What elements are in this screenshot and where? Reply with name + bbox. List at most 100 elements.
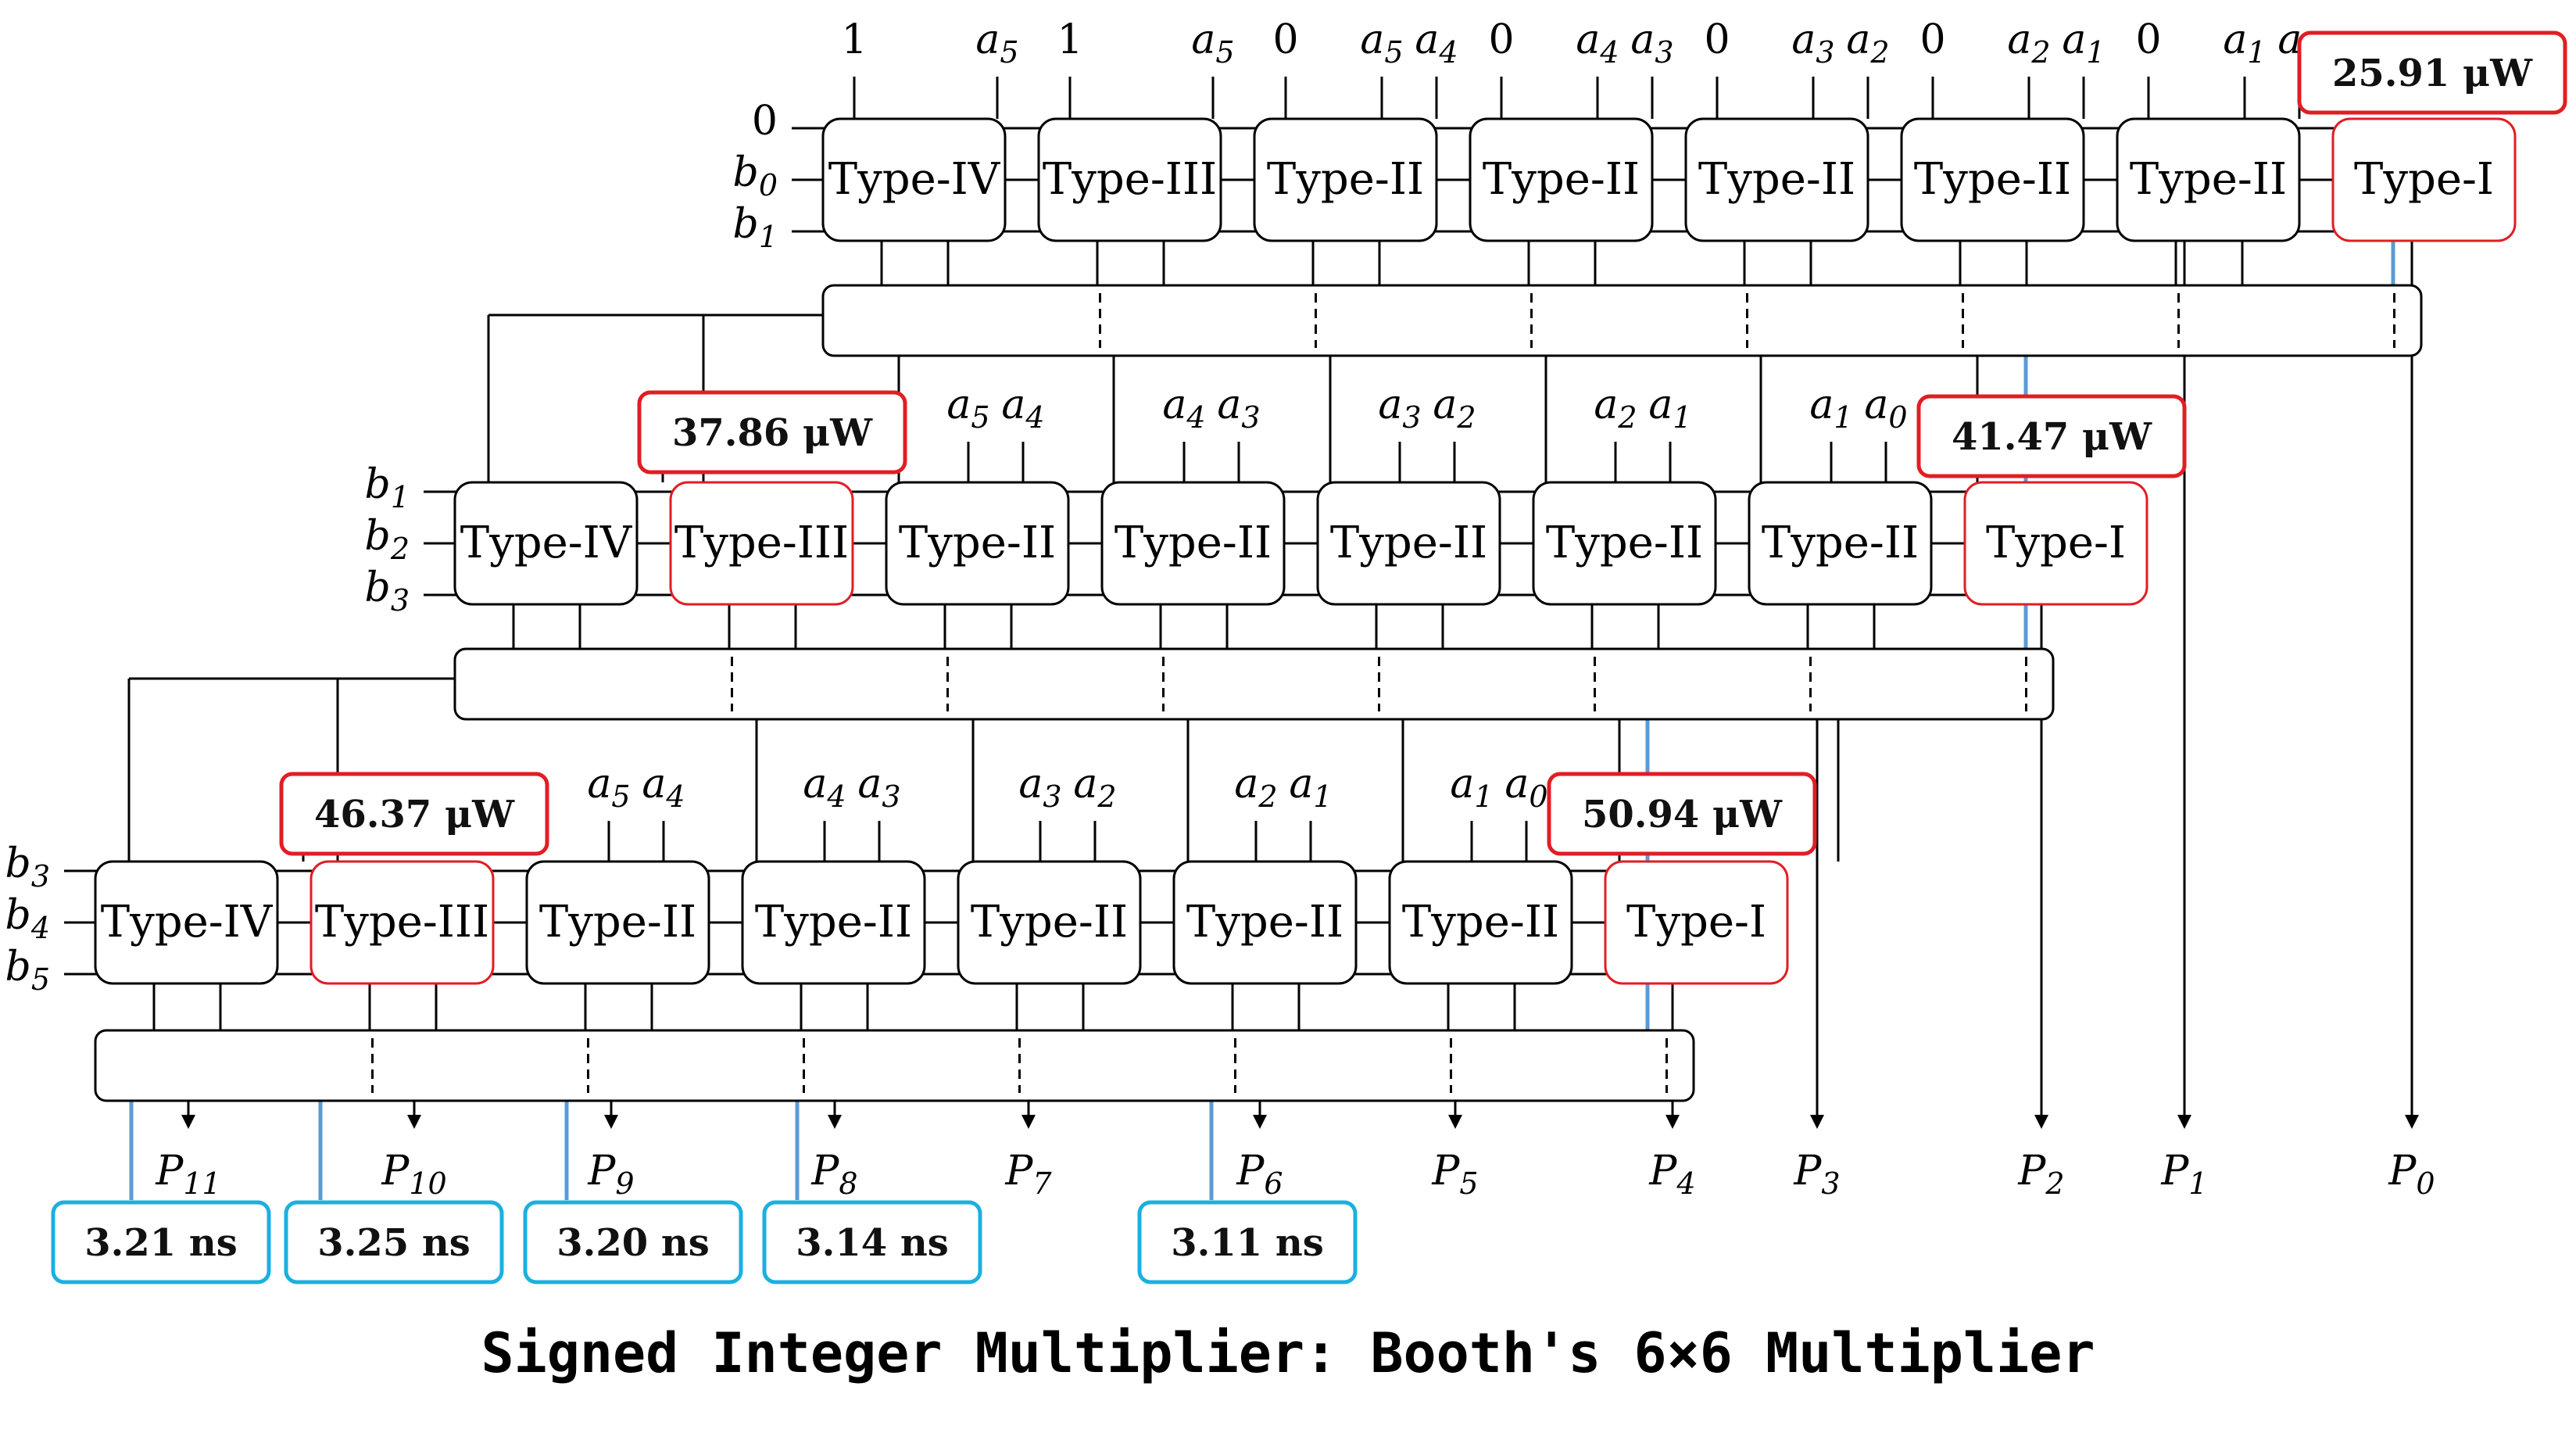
input-label-a0: a0 xyxy=(1504,761,1547,814)
side-label-b3: b3 xyxy=(365,564,410,618)
power-annotation-r2-2: 41.47 μW xyxy=(1916,394,2187,478)
delay-value: 3.11 ns xyxy=(1171,1221,1324,1265)
input-label-a2: a2 xyxy=(1594,382,1637,435)
block-type-ii-r2-c6: Type-II xyxy=(1532,481,1717,606)
input-label-a2: a2 xyxy=(1846,16,1889,70)
input-label-a5: a5 xyxy=(1360,16,1403,70)
arrow-head xyxy=(181,1115,195,1129)
delay-value: 3.25 ns xyxy=(317,1221,470,1265)
block-label: Type-II xyxy=(1698,154,1855,205)
power-value: 37.86 μW xyxy=(672,411,873,455)
power-annotation-r1-1: 25.91 μW xyxy=(2297,30,2567,115)
input-label-1: 1 xyxy=(1057,16,1082,63)
input-label-a1: a1 xyxy=(1809,382,1852,435)
block-type-iii-r3-c2: Type-III xyxy=(309,860,495,985)
block-label: Type-II xyxy=(755,897,912,948)
power-value: 50.94 μW xyxy=(1582,793,1783,837)
arrow-head xyxy=(1448,1115,1462,1129)
block-label: Type-II xyxy=(1762,518,1919,568)
block-label: Type-I xyxy=(2354,154,2494,205)
block-type-ii-r2-c7: Type-II xyxy=(1748,481,1933,606)
block-type-ii-r1-c3: Type-II xyxy=(1253,117,1438,242)
output-label-P11: P11 xyxy=(155,1148,220,1201)
block-type-ii-r1-c5: Type-II xyxy=(1684,117,1869,242)
input-label-a5: a5 xyxy=(587,761,630,814)
arrow-head xyxy=(1665,1115,1680,1129)
input-label-a0: a0 xyxy=(1864,382,1907,435)
input-label-a4: a4 xyxy=(1576,16,1619,70)
power-annotation-r3-1: 46.37 μW xyxy=(279,772,549,856)
block-label: Type-IV xyxy=(828,154,1001,205)
input-label-a4: a4 xyxy=(642,761,685,814)
input-label-a4: a4 xyxy=(1415,16,1458,70)
block-type-ii-r1-c4: Type-II xyxy=(1469,117,1654,242)
input-label-a2: a2 xyxy=(1073,761,1116,814)
input-label-a1: a1 xyxy=(1450,761,1493,814)
block-label: Type-II xyxy=(1114,518,1272,568)
block-type-ii-r3-c4: Type-II xyxy=(741,860,926,985)
block-label: Type-II xyxy=(1546,518,1703,568)
block-label: Type-II xyxy=(2130,154,2287,205)
adder-row-2 xyxy=(453,647,2055,721)
input-label-a4: a4 xyxy=(803,761,846,814)
output-label-P7: P7 xyxy=(1004,1148,1052,1201)
side-label-b3: b3 xyxy=(5,840,50,894)
block-type-i-r2-c8: Type-I xyxy=(1963,481,2148,606)
block-type-ii-r2-c3: Type-II xyxy=(885,481,1070,606)
input-label-0: 0 xyxy=(1488,16,1514,63)
input-label-a3: a3 xyxy=(1217,382,1260,435)
block-type-ii-r2-c5: Type-II xyxy=(1316,481,1501,606)
block-label: Type-III xyxy=(315,897,489,948)
power-annotation-r2-1: 37.86 μW xyxy=(637,390,907,475)
input-label-a4: a4 xyxy=(1162,382,1205,435)
output-label-P8: P8 xyxy=(810,1148,857,1201)
block-label: Type-III xyxy=(1043,154,1217,205)
input-label-0: 0 xyxy=(1272,16,1298,63)
delay-annotation-2: 3.25 ns xyxy=(284,1200,504,1284)
power-value: 46.37 μW xyxy=(314,793,515,837)
output-label-P1: P1 xyxy=(2160,1148,2207,1201)
input-label-0: 0 xyxy=(2135,16,2161,63)
input-label-a1: a1 xyxy=(1648,382,1691,435)
output-label-P0: P0 xyxy=(2388,1148,2435,1201)
power-annotation-r3-2: 50.94 μW xyxy=(1547,772,1817,856)
diagram-caption: Signed Integer Multiplier: Booth's 6×6 M… xyxy=(481,1321,2095,1385)
block-type-ii-r1-c6: Type-II xyxy=(1900,117,2085,242)
delay-annotation-1: 3.21 ns xyxy=(51,1200,271,1284)
input-label-0: 0 xyxy=(1919,16,1945,63)
delay-annotation-3: 3.20 ns xyxy=(523,1200,743,1284)
input-label-a3: a3 xyxy=(1018,761,1061,814)
side-label-b5: b5 xyxy=(5,944,50,997)
adder-row-1 xyxy=(821,284,2423,357)
block-label: Type-IV xyxy=(101,897,274,948)
block-type-iv-r3-c1: Type-IV xyxy=(94,860,279,985)
output-label-P2: P2 xyxy=(2017,1148,2064,1201)
input-label-a3: a3 xyxy=(1630,16,1673,70)
block-label: Type-II xyxy=(1914,154,2071,205)
side-label-b0: b0 xyxy=(733,149,778,202)
block-type-ii-r1-c7: Type-II xyxy=(2116,117,2301,242)
block-type-iv-r2-c1: Type-IV xyxy=(453,481,639,606)
arrow-head xyxy=(2034,1115,2048,1129)
delay-value: 3.20 ns xyxy=(556,1221,710,1265)
side-label-0: 0 xyxy=(752,98,778,145)
input-label-a3: a3 xyxy=(1791,16,1834,70)
delay-value: 3.14 ns xyxy=(796,1221,949,1265)
output-label-P6: P6 xyxy=(1236,1148,1283,1201)
block-label: Type-II xyxy=(539,897,696,948)
input-label-a2: a2 xyxy=(1433,382,1476,435)
input-label-a1: a1 xyxy=(2062,16,2105,70)
block-label: Type-II xyxy=(971,897,1128,948)
arrow-head xyxy=(1253,1115,1267,1129)
arrow-head xyxy=(604,1115,618,1129)
side-label-b1: b1 xyxy=(365,461,410,514)
input-label-a5: a5 xyxy=(946,382,989,435)
arrow-head xyxy=(1021,1115,1036,1129)
input-label-a2: a2 xyxy=(2007,16,2050,70)
block-type-i-r3-c8: Type-I xyxy=(1604,860,1789,985)
block-label: Type-II xyxy=(1330,518,1487,568)
side-label-b4: b4 xyxy=(5,892,50,945)
delay-annotation-4: 3.14 ns xyxy=(762,1200,982,1284)
delay-annotation-5: 3.11 ns xyxy=(1137,1200,1358,1284)
